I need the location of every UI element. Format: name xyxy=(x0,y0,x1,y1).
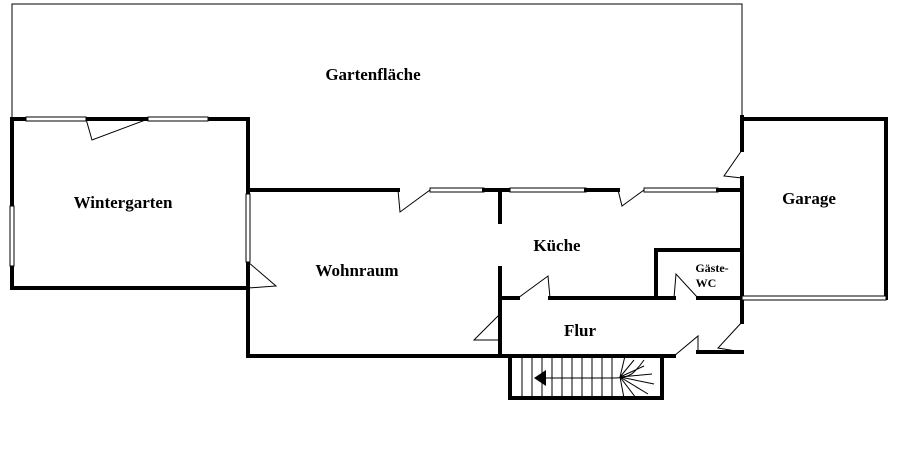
door-swing xyxy=(723,149,743,179)
arrow-left-icon xyxy=(534,370,546,386)
door-swing xyxy=(617,189,645,207)
door-swing xyxy=(85,118,149,141)
garage-door xyxy=(741,295,887,301)
window xyxy=(25,116,87,122)
garage-room xyxy=(740,117,888,301)
window xyxy=(429,187,485,193)
door-swing xyxy=(673,272,699,299)
label-garage: Garage xyxy=(782,189,836,208)
window xyxy=(9,205,15,267)
label-hall: Flur xyxy=(564,321,597,340)
staircase xyxy=(508,354,664,400)
window xyxy=(147,116,209,122)
garden-outline xyxy=(11,3,743,117)
window xyxy=(245,193,251,263)
door-swing xyxy=(517,275,551,299)
label-wintergarten: Wintergarten xyxy=(74,193,173,212)
kitchen-walls xyxy=(498,275,658,300)
label-living-room: Wohnraum xyxy=(315,261,398,280)
window xyxy=(509,187,587,193)
window xyxy=(643,187,719,193)
east-wall xyxy=(696,115,744,354)
label-guest-wc-1: Gäste- xyxy=(695,261,728,275)
door-swing xyxy=(472,313,501,341)
guest-wc-room xyxy=(654,248,744,300)
label-garden: Gartenfläche xyxy=(325,65,421,84)
hall-room xyxy=(472,313,699,358)
door-swing xyxy=(673,334,699,357)
door-swing xyxy=(397,189,431,213)
door-swing xyxy=(717,321,743,353)
door-swing xyxy=(247,261,278,289)
living-kitchen-north-wall xyxy=(246,187,744,213)
label-kitchen: Küche xyxy=(533,236,581,255)
label-guest-wc-2: WC xyxy=(696,276,717,290)
